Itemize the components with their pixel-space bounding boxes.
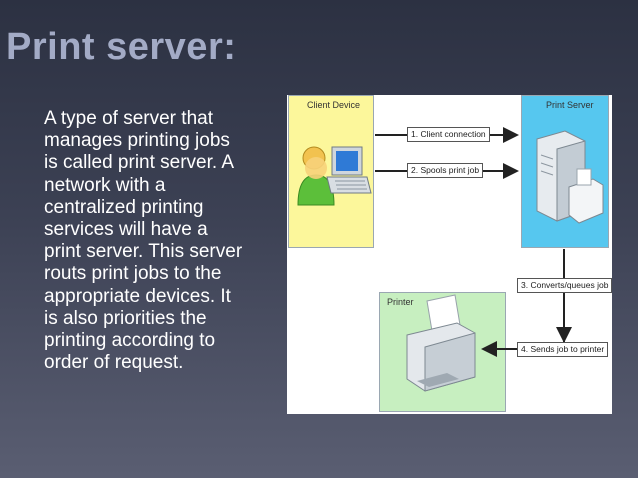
body-line: order of request. xyxy=(44,352,184,374)
step-client-connection: 1. Client connection xyxy=(407,127,490,142)
body-line: print server. This server xyxy=(44,241,243,263)
body-text: A type of server that manages printing j… xyxy=(44,108,276,374)
body-line: network with a xyxy=(44,174,166,196)
step-spools-print-job: 2. Spools print job xyxy=(407,163,484,178)
body-line: is also priorities the xyxy=(44,307,207,329)
printer-icon xyxy=(406,294,476,392)
print-server-label: Print Server xyxy=(546,100,594,110)
body-line: A type of server that xyxy=(44,108,213,129)
body-line: appropriate devices. It xyxy=(44,285,231,307)
body-line: services will have a xyxy=(44,219,208,241)
body-line: is called print server. A xyxy=(44,152,235,174)
body-line: printing according to xyxy=(44,330,216,352)
body-line: manages printing jobs xyxy=(44,130,230,152)
body-line: routs print jobs to the xyxy=(44,263,222,285)
diagram-graphics xyxy=(297,127,604,392)
client-device-label: Client Device xyxy=(307,100,361,110)
laptop-icon xyxy=(326,146,372,194)
printer-label: Printer xyxy=(387,297,414,307)
print-server-diagram: Client Device Print Server Printer xyxy=(287,95,613,414)
server-icon xyxy=(536,130,604,224)
body-line: centralized printing xyxy=(44,196,204,218)
user-icon xyxy=(297,146,335,206)
step-sends-job-to-printer: 4. Sends job to printer xyxy=(517,342,609,357)
slide-title: Print server: xyxy=(6,26,237,68)
step-converts-queues-job: 3. Converts/queues job xyxy=(517,278,613,293)
